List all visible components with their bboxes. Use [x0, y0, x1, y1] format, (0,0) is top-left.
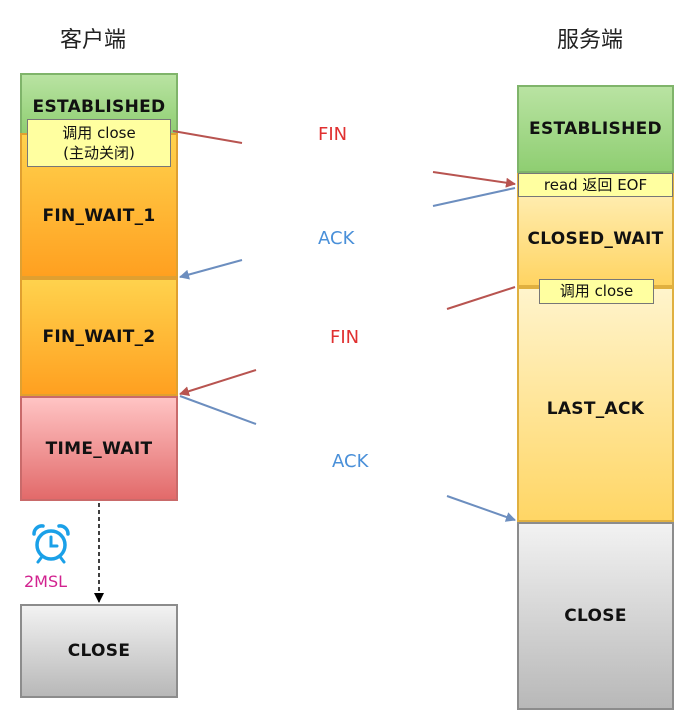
ack-1-arrow-start — [432, 187, 516, 207]
client-state-fin-wait-2-label: FIN_WAIT_2 — [42, 327, 156, 347]
client-state-fin-wait-1-label: FIN_WAIT_1 — [42, 205, 156, 226]
fin-label-1: FIN — [318, 124, 348, 145]
server-state-close-label: CLOSE — [564, 606, 627, 626]
server-state-established-label: ESTABLISHED — [529, 119, 662, 139]
ack-label-1: ACK — [318, 228, 355, 249]
client-state-close-label: CLOSE — [67, 641, 131, 661]
ack-2-arrow-end — [446, 495, 516, 522]
server-read-eof-note: read 返回 EOF — [518, 173, 673, 197]
server-state-established: ESTABLISHED — [517, 85, 674, 173]
client-call-close-note: 调用 close (主动关闭) — [27, 119, 171, 167]
alarm-clock-icon — [32, 524, 70, 564]
server-state-last-ack: LAST_ACK — [517, 287, 674, 522]
server-state-close: CLOSE — [517, 522, 674, 710]
fin-1-arrow-end — [432, 171, 516, 188]
fin-2-arrow-end — [179, 369, 257, 397]
client-state-fin-wait-2: FIN_WAIT_2 — [20, 278, 178, 396]
client-state-time-wait: TIME_WAIT — [20, 396, 178, 501]
ack-2-arrow-start — [179, 395, 257, 425]
client-state-established-label: ESTABLISHED — [32, 97, 166, 117]
timer-2msl-label: 2MSL — [24, 572, 68, 591]
server-state-closed-wait-label: CLOSED_WAIT — [527, 229, 664, 249]
server-call-close-note: 调用 close — [539, 279, 654, 304]
fin-2-arrow-start — [446, 286, 516, 310]
fin-label-2: FIN — [330, 327, 360, 348]
ack-1-arrow-end — [179, 259, 243, 280]
server-header: 服务端 — [557, 28, 624, 53]
client-state-time-wait-label: TIME_WAIT — [45, 438, 153, 459]
ack-label-2: ACK — [332, 451, 369, 472]
client-call-close-line2: (主动关闭) — [63, 144, 135, 162]
client-state-close: CLOSE — [20, 604, 178, 698]
client-call-close-line1: 调用 close — [62, 124, 136, 142]
fin-1-arrow-start — [172, 130, 243, 144]
server-state-last-ack-label: LAST_ACK — [546, 398, 645, 419]
client-header: 客户端 — [60, 28, 127, 53]
